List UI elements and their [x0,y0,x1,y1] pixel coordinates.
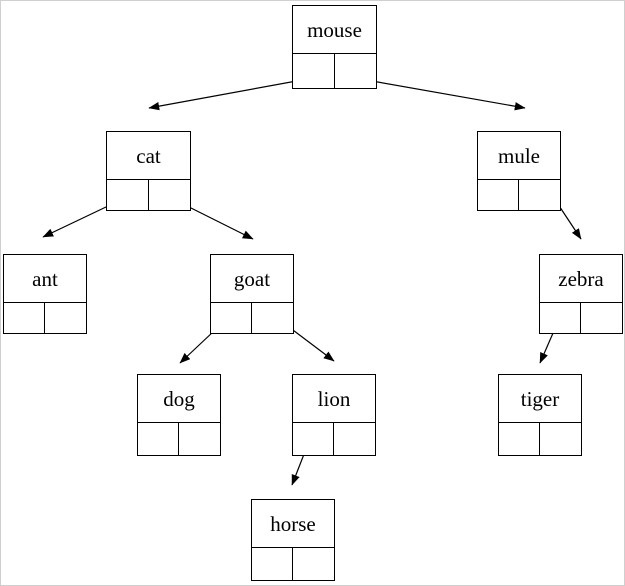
tree-node-right-pointer-goat[interactable] [252,303,293,333]
tree-node-cat[interactable]: cat [106,131,191,211]
tree-node-pointers-cat [107,180,190,210]
tree-node-label-goat: goat [211,255,293,303]
tree-node-pointers-dog [138,423,220,455]
tree-node-right-pointer-lion[interactable] [334,423,375,455]
tree-node-left-pointer-goat[interactable] [211,303,252,333]
tree-node-label-mouse: mouse [293,6,376,54]
tree-node-right-pointer-ant[interactable] [45,303,86,333]
tree-node-label-mule: mule [478,132,560,180]
tree-node-label-ant: ant [4,255,86,303]
tree-node-right-pointer-mouse[interactable] [335,54,377,88]
tree-node-pointers-tiger [499,423,581,455]
tree-node-left-pointer-dog[interactable] [138,423,179,455]
tree-node-right-pointer-zebra[interactable] [581,303,622,333]
tree-edge-mouse-right [354,77,526,111]
tree-node-pointers-mule [478,180,560,210]
tree-node-right-pointer-horse[interactable] [293,548,334,580]
tree-node-left-pointer-lion[interactable] [293,423,334,455]
tree-node-right-pointer-cat[interactable] [149,180,191,210]
tree-node-left-pointer-mule[interactable] [478,180,519,210]
tree-node-left-pointer-ant[interactable] [4,303,45,333]
tree-node-lion[interactable]: lion [292,374,376,456]
tree-node-tiger[interactable]: tiger [498,374,582,456]
tree-node-right-pointer-tiger[interactable] [540,423,581,455]
tree-node-pointers-zebra [540,303,622,333]
tree-node-pointers-mouse [293,54,376,88]
tree-node-label-zebra: zebra [540,255,622,303]
tree-node-right-pointer-mule[interactable] [519,180,560,210]
tree-node-label-horse: horse [252,500,334,548]
tree-node-label-cat: cat [107,132,190,180]
tree-node-goat[interactable]: goat [210,254,294,334]
tree-node-horse[interactable]: horse [251,499,335,581]
tree-node-label-tiger: tiger [499,375,581,423]
tree-node-right-pointer-dog[interactable] [179,423,220,455]
tree-edge-mouse-left [148,77,314,111]
tree-node-left-pointer-zebra[interactable] [540,303,581,333]
tree-node-mule[interactable]: mule [477,131,561,211]
tree-node-zebra[interactable]: zebra [539,254,623,334]
tree-node-pointers-goat [211,303,293,333]
tree-node-label-dog: dog [138,375,220,423]
tree-node-dog[interactable]: dog [137,374,221,456]
tree-node-pointers-lion [293,423,375,455]
tree-node-mouse[interactable]: mouse [292,5,377,89]
tree-node-label-lion: lion [293,375,375,423]
tree-node-ant[interactable]: ant [3,254,87,334]
tree-node-left-pointer-cat[interactable] [107,180,149,210]
tree-node-left-pointer-tiger[interactable] [499,423,540,455]
tree-node-pointers-ant [4,303,86,333]
tree-node-left-pointer-mouse[interactable] [293,54,335,88]
tree-node-left-pointer-horse[interactable] [252,548,293,580]
tree-node-pointers-horse [252,548,334,580]
